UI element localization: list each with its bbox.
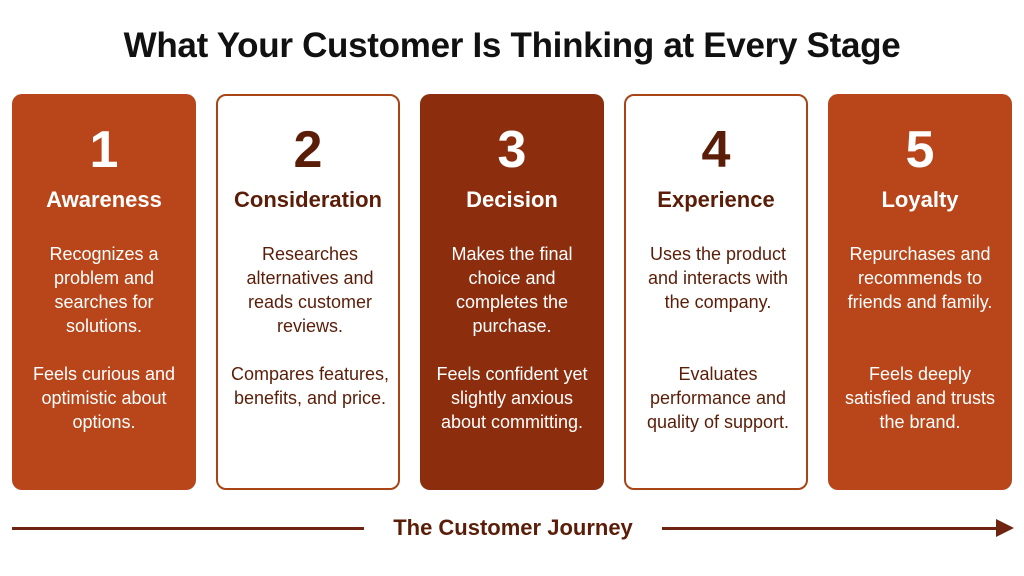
stage-title: Awareness [46,187,162,212]
stage-title: Loyalty [881,187,959,212]
stage-number: 2 [293,121,323,179]
stage-feeling: Feels curious and optimistic about optio… [32,364,176,432]
stage-description: Recognizes a problem and searches for so… [49,244,159,336]
arrow-right-icon [996,519,1014,537]
customer-journey-arrow: The Customer Journey [0,508,1024,548]
stage-title: Decision [466,187,558,212]
stage-number: 4 [701,121,731,179]
stage-feeling: Feels confident yet slightly anxious abo… [436,364,588,432]
journey-line-right [662,527,998,530]
journey-label: The Customer Journey [393,515,633,540]
journey-line-left [12,527,364,530]
stage-description: Makes the final choice and completes the… [451,244,573,336]
stage-number: 3 [497,121,527,179]
stage-feeling: Evaluates performance and quality of sup… [646,364,790,432]
stage-card-consideration: 2 Consideration Researches alternatives … [216,94,400,490]
stage-number: 1 [89,121,119,179]
stage-description: Researches alternatives and reads custom… [246,244,374,336]
stage-title: Consideration [234,187,382,212]
stage-description: Uses the product and interacts with the … [647,244,789,312]
stage-number: 5 [905,121,935,179]
stage-feeling: Compares features, benefits, and price. [230,364,390,408]
stage-description: Repurchases and recommends to friends an… [847,244,993,312]
stage-card-decision: 3 Decision Makes the final choice and co… [420,94,604,490]
stage-feeling: Feels deeply satisfied and trusts the br… [844,364,996,432]
stage-cards: 1 Awareness Recognizes a problem and sea… [12,94,1016,490]
stage-card-experience: 4 Experience Uses the product and intera… [624,94,808,490]
stage-card-loyalty: 5 Loyalty Repurchases and recommends to … [828,94,1012,490]
stage-title: Experience [657,187,775,212]
stage-card-awareness: 1 Awareness Recognizes a problem and sea… [12,94,196,490]
page-title: What Your Customer Is Thinking at Every … [123,26,901,65]
